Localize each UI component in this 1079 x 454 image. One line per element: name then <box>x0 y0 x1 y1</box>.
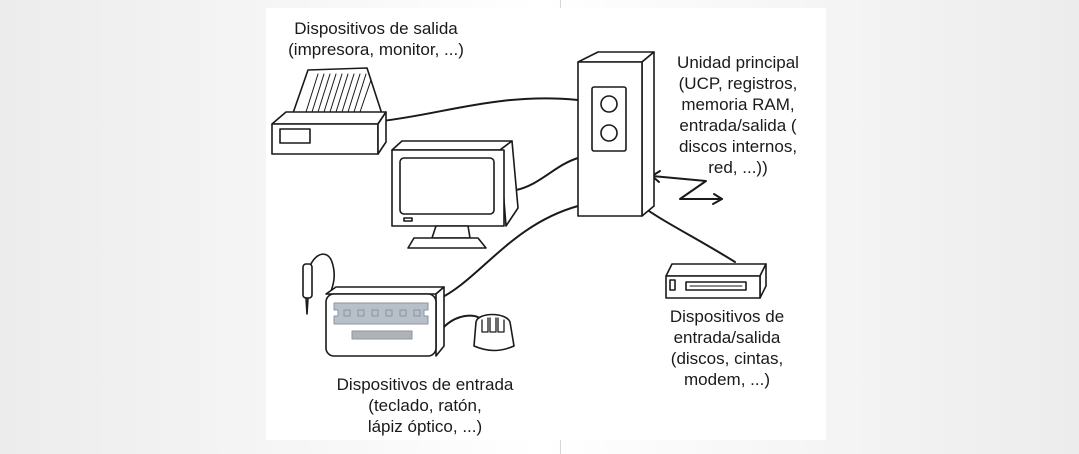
panel-divider-top <box>560 0 561 8</box>
input-devices-label: Dispositivos de entrada (teclado, ratón,… <box>336 375 514 436</box>
monitor-cable <box>515 157 579 191</box>
panel-divider-bottom <box>560 440 561 454</box>
main-unit-tower <box>577 51 655 217</box>
output-devices-label: Dispositivos de salida (impresora, monit… <box>288 19 464 59</box>
tower-front <box>577 61 643 217</box>
monitor-led <box>403 217 413 222</box>
arrowhead-right <box>712 193 723 205</box>
keyboard-keys <box>333 302 429 325</box>
monitor <box>391 140 519 249</box>
main-unit-label: Unidad principal (UCP, registros, memori… <box>677 53 799 177</box>
monitor-top <box>391 140 513 151</box>
light-pen-body <box>302 263 313 299</box>
keyboard-cable <box>436 205 579 301</box>
drive-button <box>669 279 676 291</box>
keyboard-top <box>325 286 445 295</box>
printer-cable <box>380 97 579 122</box>
drive-slot <box>685 281 747 291</box>
keyboard-side <box>435 286 445 357</box>
printer <box>271 67 387 155</box>
external-drive <box>665 263 767 299</box>
monitor-stand <box>431 225 471 239</box>
printer-display <box>279 128 311 144</box>
printer-body-top <box>271 111 387 125</box>
monitor-screen <box>399 157 495 215</box>
printer-body-side <box>377 111 387 155</box>
mouse <box>473 313 515 352</box>
tower-button-top <box>600 95 618 113</box>
drive-top <box>665 263 767 277</box>
io-devices-label: Dispositivos de entrada/salida (discos, … <box>669 307 785 389</box>
tower-side <box>641 51 655 217</box>
keyboard-spacebar <box>351 330 413 340</box>
mouse-buttons <box>481 317 505 333</box>
drive-cable <box>641 205 736 263</box>
printer-paper-lines <box>305 73 372 113</box>
monitor-base <box>407 237 487 249</box>
tower-drive-panel <box>591 86 627 152</box>
light-pen-tip <box>305 297 309 315</box>
keyboard <box>325 286 445 357</box>
tower-button-bottom <box>600 124 618 142</box>
